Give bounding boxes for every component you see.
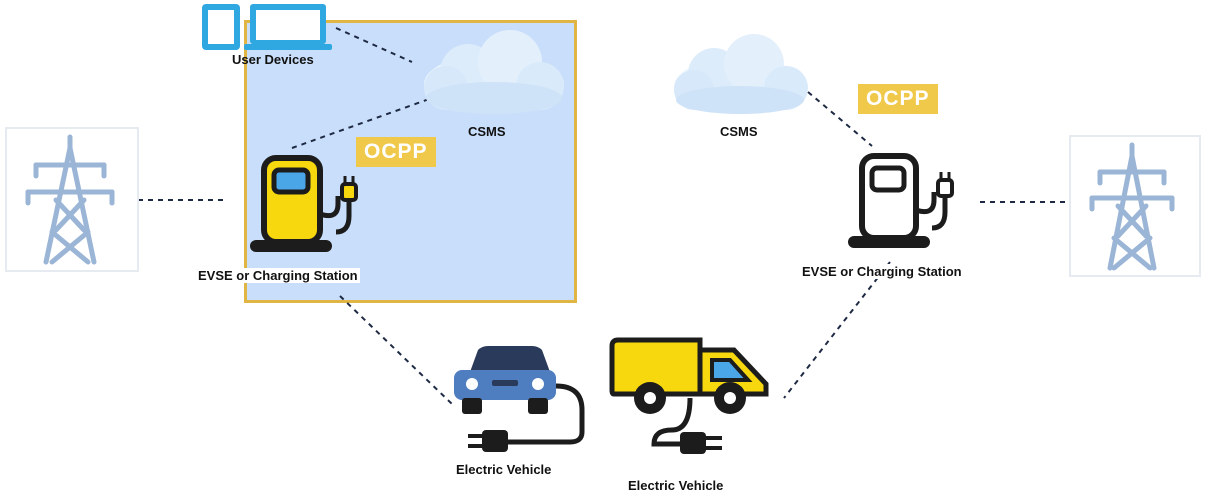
connector-charger-csms-left xyxy=(291,97,433,149)
connector-devices-csms xyxy=(335,27,413,63)
charger-icon xyxy=(848,153,954,248)
connector-charger-van xyxy=(783,261,891,399)
ocpp-badge-right: OCPP xyxy=(858,84,938,114)
power-tower-icon xyxy=(1069,135,1201,277)
plug-icon xyxy=(468,430,508,452)
laptop-icon xyxy=(244,4,332,50)
charger-icon xyxy=(250,155,358,252)
ev-car-label: Electric Vehicle xyxy=(454,462,554,477)
evse-label-right: EVSE or Charging Station xyxy=(800,264,964,279)
cloud-icon xyxy=(424,30,564,114)
van-icon xyxy=(609,337,769,447)
user-devices-label: User Devices xyxy=(232,52,314,67)
ocpp-badge-left: OCPP xyxy=(356,137,436,167)
car-icon xyxy=(454,346,585,445)
cloud-icon xyxy=(674,34,808,114)
evse-label-left: EVSE or Charging Station xyxy=(196,268,360,283)
connector-csms-charger-right xyxy=(807,91,873,147)
power-tower-icon xyxy=(5,127,139,272)
phone-icon xyxy=(202,4,240,50)
connector-charger-car xyxy=(339,295,453,405)
ev-van-label: Electric Vehicle xyxy=(626,478,726,493)
plug-icon xyxy=(680,432,722,454)
csms-label-right: CSMS xyxy=(718,124,760,139)
csms-label-left: CSMS xyxy=(468,124,506,139)
